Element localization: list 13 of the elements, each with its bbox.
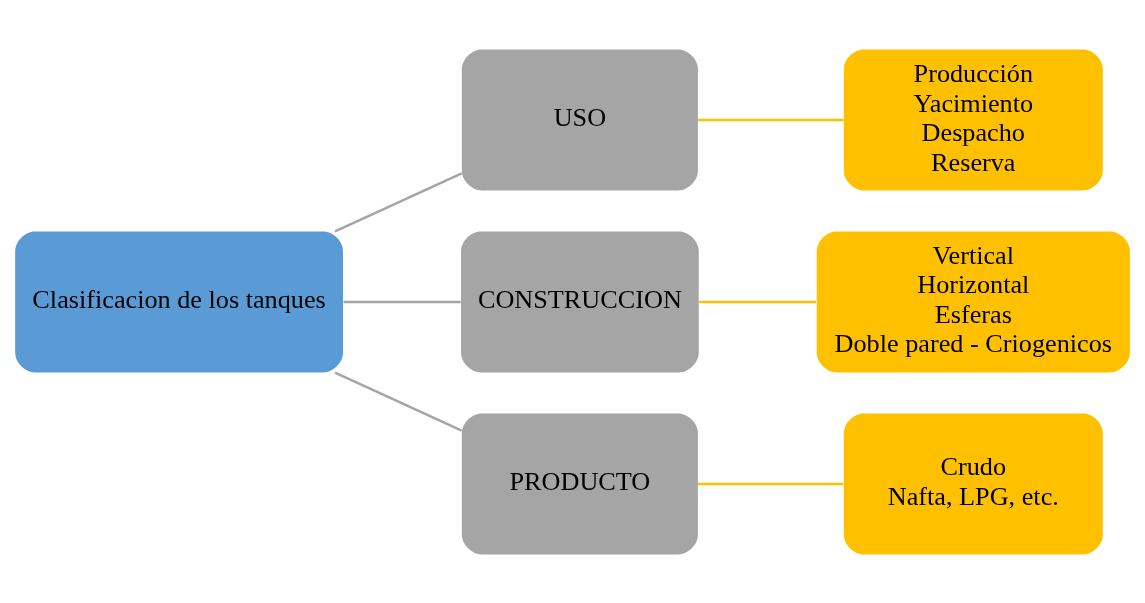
- connector: [334, 371, 463, 432]
- connector: [334, 171, 463, 232]
- node-box: Clasificacion de los tanques: [15, 231, 343, 372]
- connector: [698, 118, 844, 121]
- node-box: PRODUCTO: [461, 412, 698, 554]
- connector: [343, 300, 461, 303]
- node-box: Vertical Horizontal Esferas Doble pared - Criogenicos: [816, 231, 1130, 372]
- connector: [698, 482, 844, 485]
- node-box: CONSTRUCCION: [461, 231, 699, 372]
- connector: [699, 300, 817, 303]
- node-box: USO: [461, 49, 698, 191]
- node-box: Producción Yacimiento Despacho Reserva: [843, 49, 1103, 191]
- node-box: Crudo Nafta, LPG, etc.: [843, 412, 1103, 554]
